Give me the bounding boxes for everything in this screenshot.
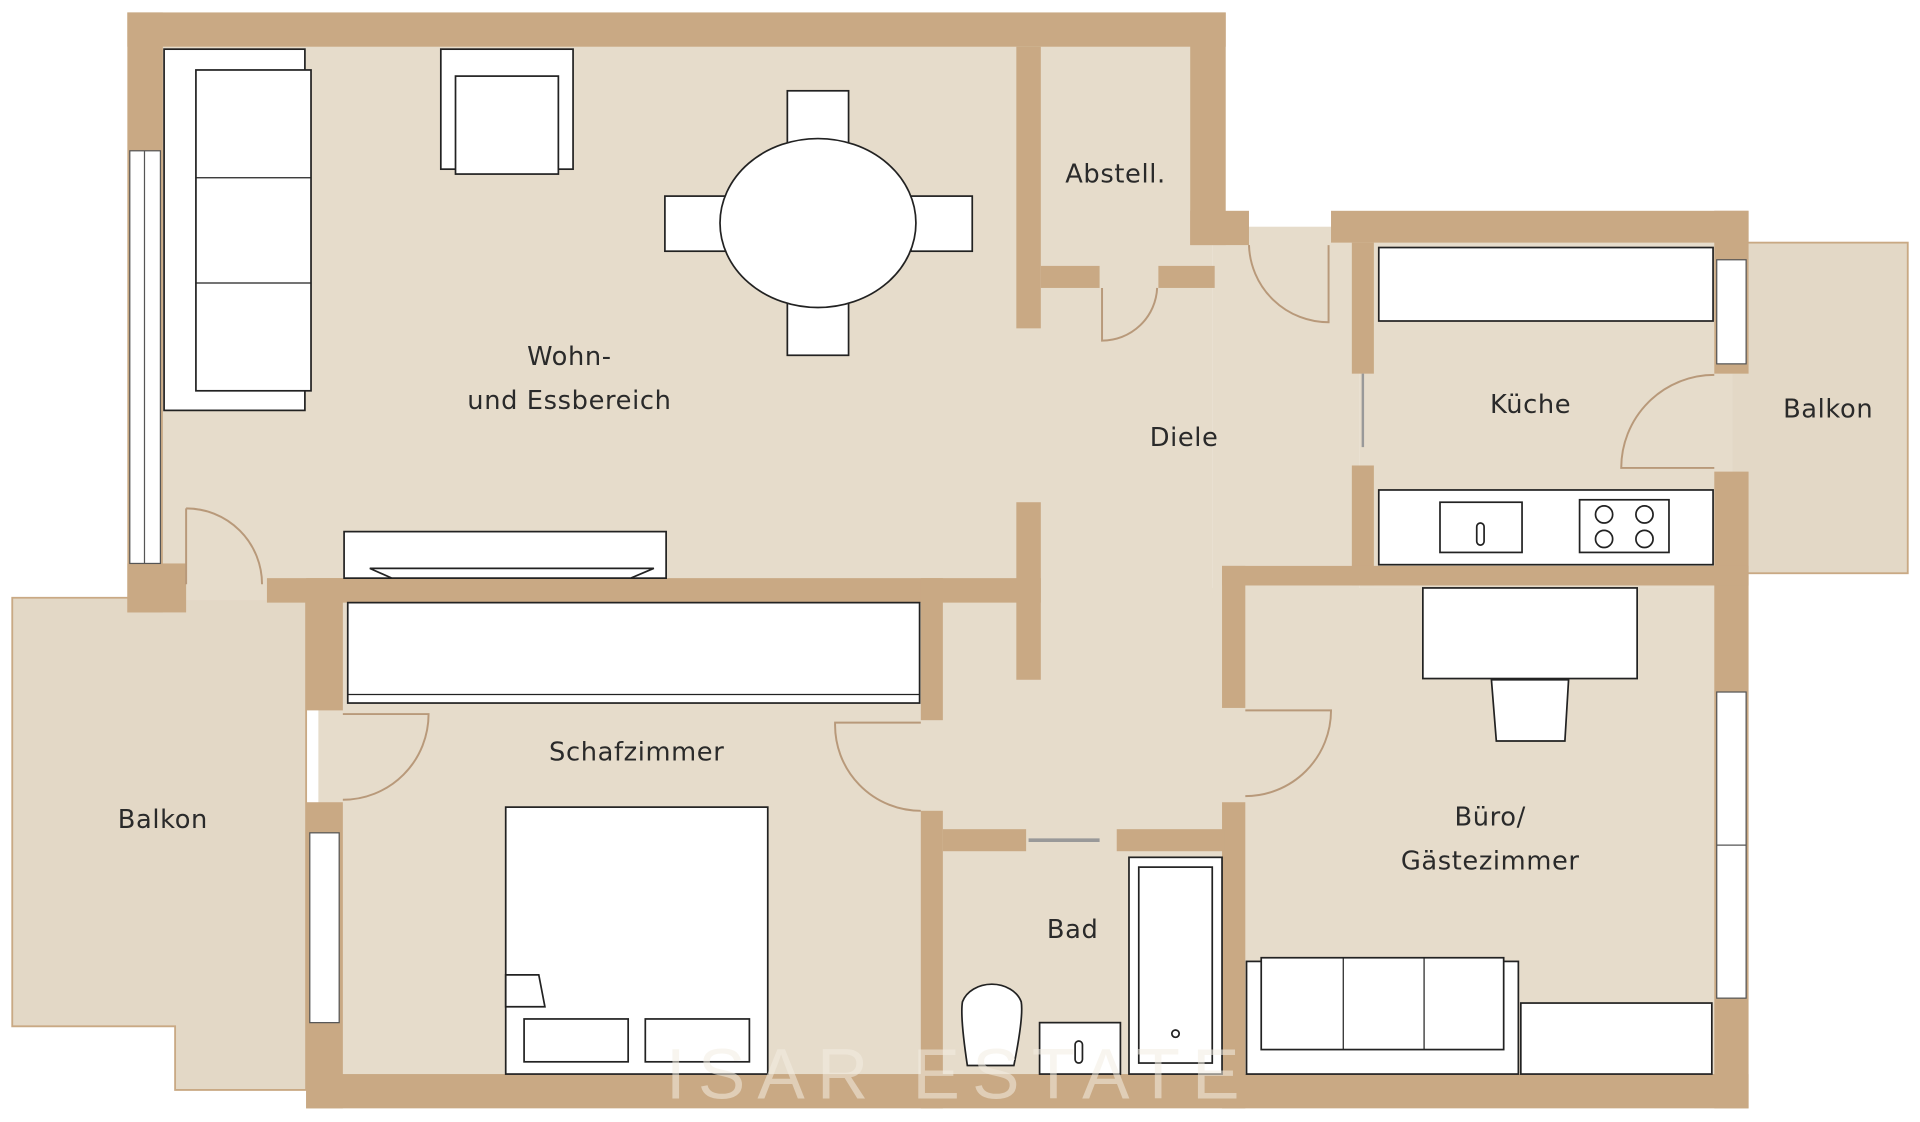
label-office-1: Büro/ (1455, 802, 1526, 832)
desk (1422, 587, 1638, 742)
tv-sideboard (343, 530, 667, 579)
balcony-left (11, 596, 308, 1091)
bathtub (1128, 856, 1223, 1075)
label-balcony-left: Balkon (118, 805, 208, 835)
watermark: ISAR ESTATE (666, 1036, 1252, 1115)
furniture (163, 48, 1714, 1075)
kitchen-counter-top (1377, 246, 1714, 322)
sofa-living (163, 48, 312, 412)
label-hall: Diele (1150, 423, 1219, 453)
label-living-2: und Essbereich (467, 386, 671, 416)
armchair (439, 48, 574, 175)
wardrobe (346, 601, 921, 704)
label-living-1: Wohn- (527, 342, 612, 372)
label-bath: Bad (1047, 915, 1099, 945)
sofa-office (1245, 956, 1713, 1075)
room-labels: Wohn- und Essbereich Abstell. Diele Küch… (118, 160, 1873, 946)
doors (185, 245, 1715, 843)
washbasin (1038, 1021, 1122, 1075)
label-kitchen: Küche (1490, 390, 1571, 420)
label-storage: Abstell. (1065, 160, 1166, 190)
bed (504, 806, 769, 1075)
label-office-2: Gästezimmer (1401, 847, 1580, 877)
dining-table (664, 89, 974, 357)
label-bedroom: Schafzimmer (549, 738, 724, 768)
kitchen-counter-bottom (1377, 489, 1714, 566)
label-balcony-right: Balkon (1783, 395, 1873, 425)
toilet (960, 983, 1023, 1067)
windows (129, 150, 1747, 1024)
balcony-right (1725, 241, 1909, 575)
